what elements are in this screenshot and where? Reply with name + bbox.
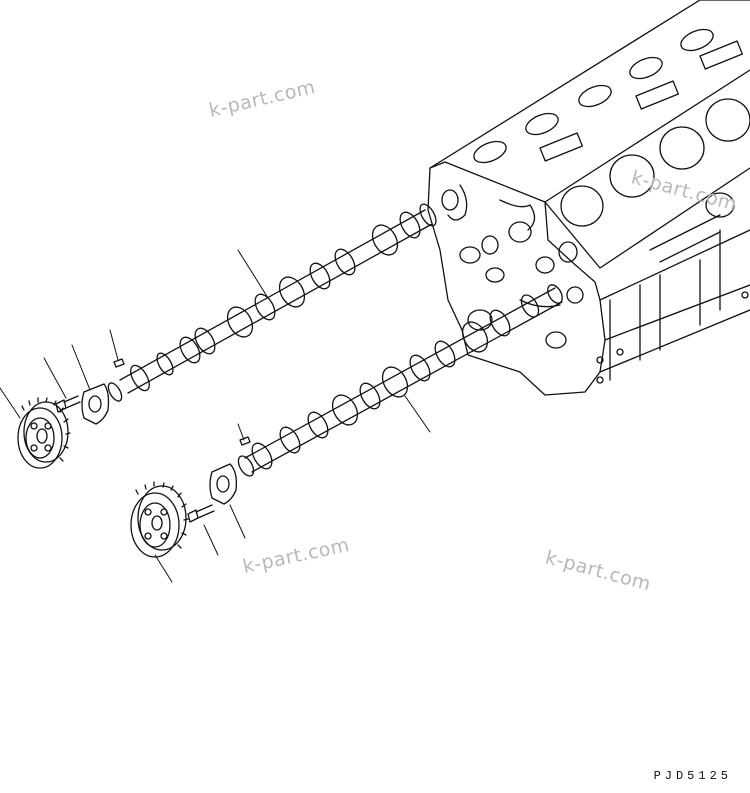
lower-camshaft	[237, 284, 563, 477]
upper-camshaft	[107, 203, 437, 402]
upper-thrust-plate	[81, 383, 110, 425]
cylinder-block	[427, 0, 750, 396]
lower-key	[239, 436, 251, 446]
drawing-code: PJD5125	[653, 769, 732, 783]
upper-bolt	[55, 395, 81, 413]
upper-cam-gear	[17, 397, 71, 469]
leader-lines	[0, 249, 431, 583]
lower-bolt	[187, 504, 215, 523]
lower-thrust-plate	[209, 463, 238, 505]
lower-cam-gear	[130, 481, 189, 558]
upper-key	[113, 358, 125, 368]
